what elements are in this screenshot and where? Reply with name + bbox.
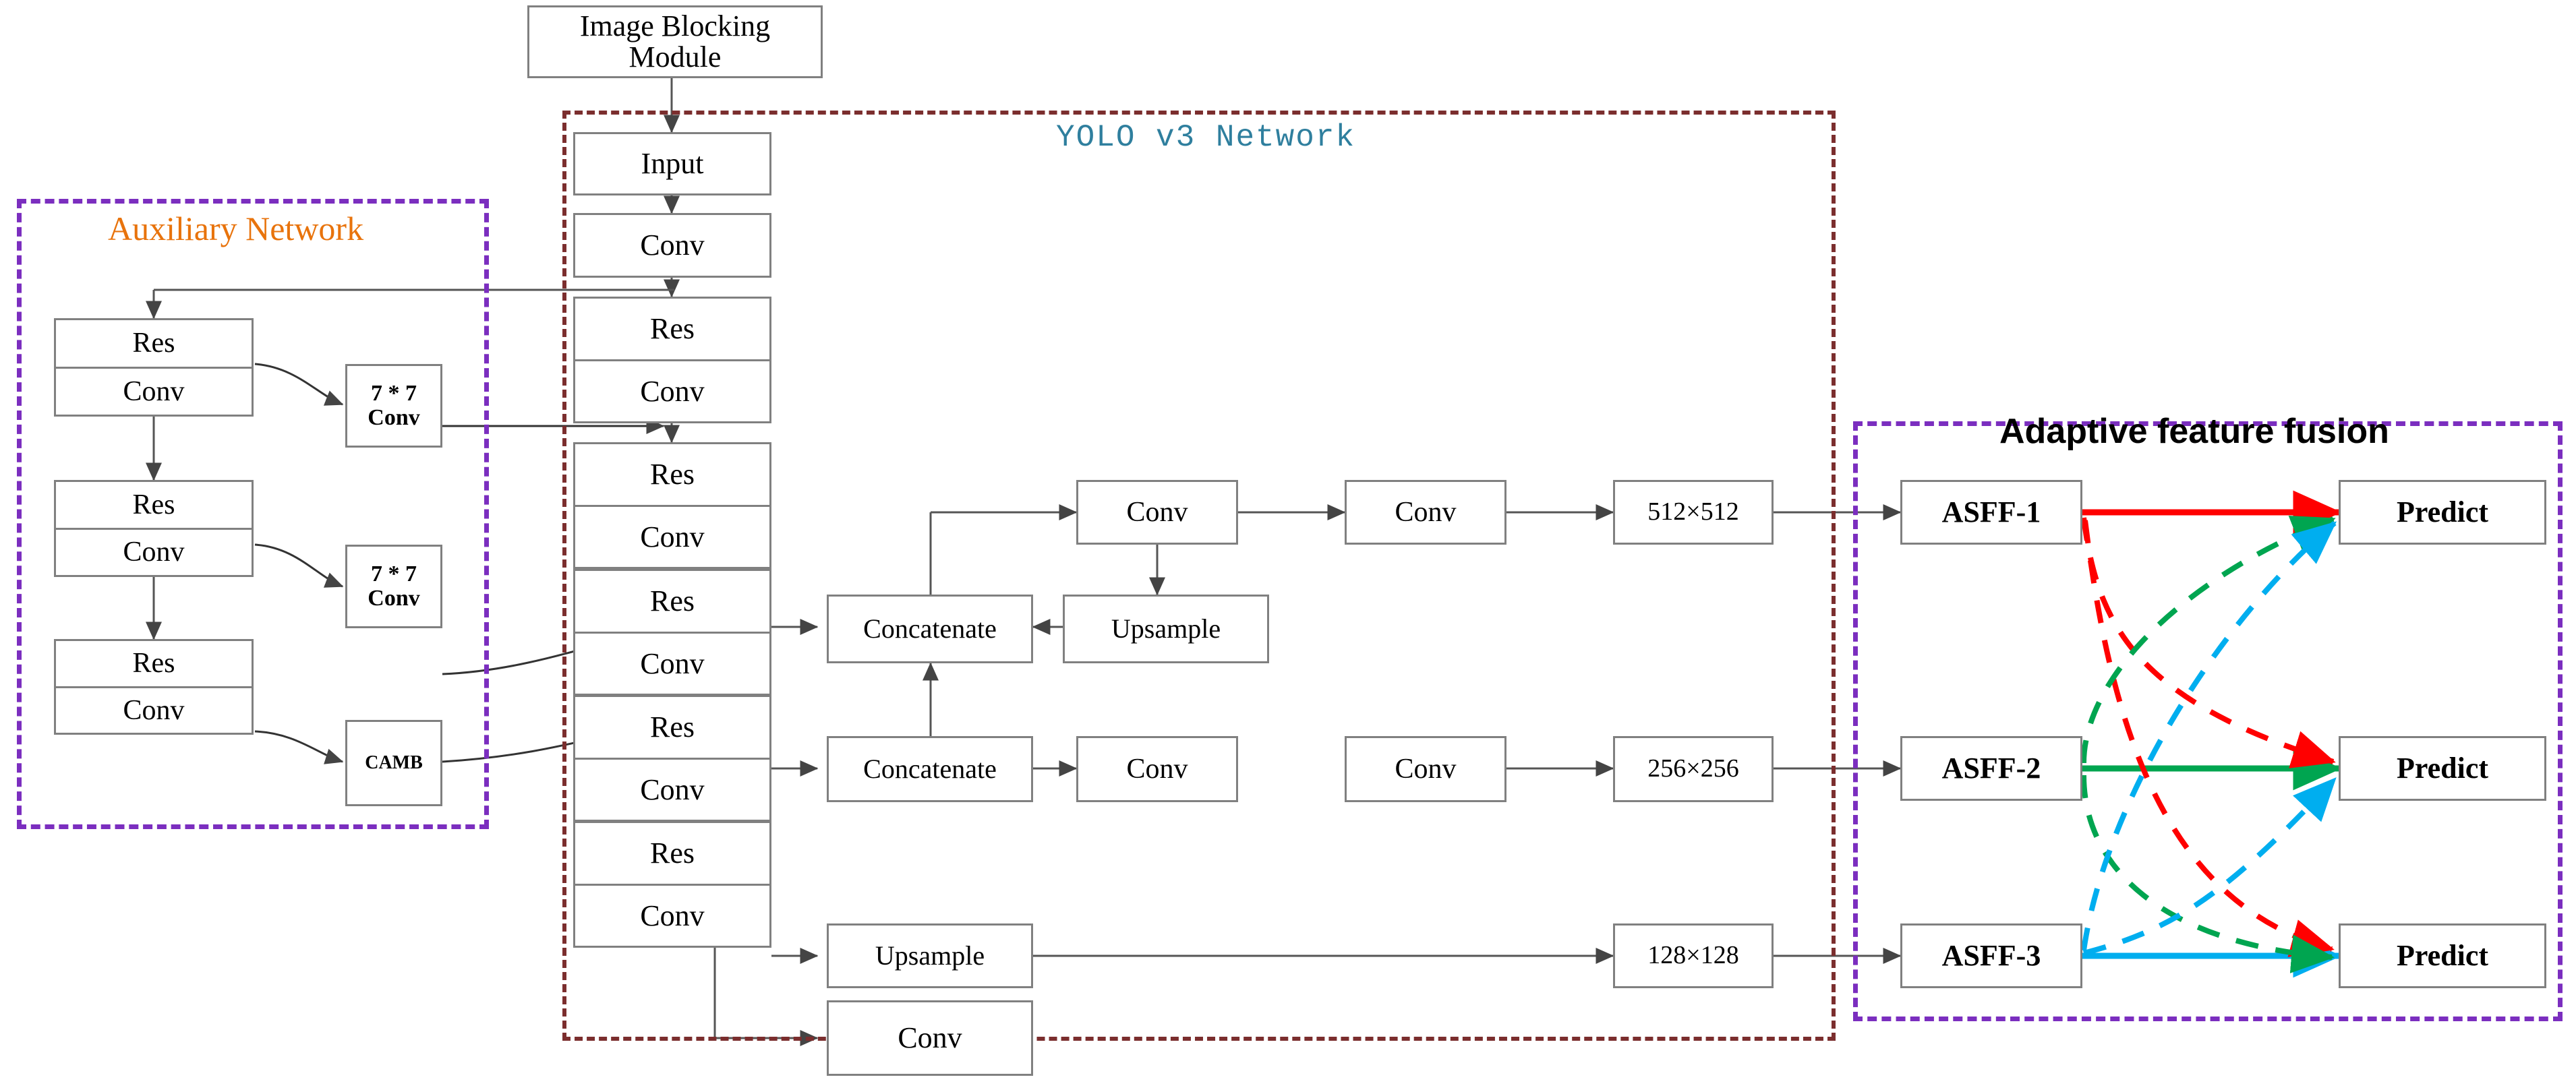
asff-label: ASFF-2 bbox=[1941, 751, 2041, 785]
res-label: Res bbox=[650, 312, 695, 346]
asff-3-box[interactable]: ASFF-3 bbox=[1900, 923, 2082, 988]
adaptive-fusion-title: Adaptive feature fusion bbox=[1999, 412, 2389, 451]
res-label: Res bbox=[132, 489, 175, 520]
conv-label: Conv bbox=[575, 883, 769, 946]
backbone-res-conv-block-3[interactable]: Res Conv bbox=[573, 569, 771, 696]
predict-3-box[interactable]: Predict bbox=[2339, 923, 2546, 988]
scale-size-label: 512×512 bbox=[1647, 497, 1739, 526]
backbone-res-conv-block-4[interactable]: Res Conv bbox=[573, 695, 771, 822]
neck-concatenate-mid[interactable]: Concatenate bbox=[827, 736, 1033, 802]
scale-size-label: 256×256 bbox=[1647, 754, 1739, 783]
asff-label: ASFF-1 bbox=[1941, 495, 2041, 528]
concatenate-label: Concatenate bbox=[863, 613, 997, 644]
backbone-res-conv-block-1[interactable]: Res Conv bbox=[573, 297, 771, 423]
conv-label: Conv bbox=[56, 366, 252, 415]
conv-label: Conv bbox=[56, 527, 252, 576]
predict-label: Predict bbox=[2396, 751, 2489, 785]
res-label: Res bbox=[650, 458, 695, 491]
auxiliary-res-conv-block-1[interactable]: Res Conv bbox=[54, 318, 254, 417]
predict-2-box[interactable]: Predict bbox=[2339, 736, 2546, 801]
auxiliary-7x7-conv-box-1[interactable]: 7 * 7 Conv bbox=[345, 364, 442, 448]
camb-label: CAMB bbox=[365, 752, 423, 774]
neck-upsample-bottom[interactable]: Upsample bbox=[827, 923, 1033, 988]
conv-label: Conv bbox=[575, 757, 769, 820]
conv-label: Conv bbox=[56, 686, 252, 733]
auxiliary-camb-box[interactable]: CAMB bbox=[345, 720, 442, 806]
yolo-network-title: YOLO v3 Network bbox=[1056, 120, 1356, 155]
res-label: Res bbox=[650, 710, 695, 744]
backbone-conv-label: Conv bbox=[640, 228, 705, 262]
auxiliary-7x7-conv-box-2[interactable]: 7 * 7 Conv bbox=[345, 545, 442, 628]
conv-label: Conv bbox=[1395, 753, 1457, 785]
predict-label: Predict bbox=[2396, 495, 2489, 528]
neck-conv-mid-b[interactable]: Conv bbox=[1345, 736, 1506, 802]
res-label: Res bbox=[650, 837, 695, 870]
neck-upsample-top[interactable]: Upsample bbox=[1063, 595, 1269, 663]
conv-label: Conv bbox=[368, 586, 420, 611]
conv-label: Conv bbox=[575, 631, 769, 694]
image-blocking-module-label: Image Blocking Module bbox=[579, 9, 771, 73]
predict-label: Predict bbox=[2396, 938, 2489, 972]
neck-conv-bottom[interactable]: Conv bbox=[827, 1000, 1033, 1076]
backbone-conv-box[interactable]: Conv bbox=[573, 213, 771, 278]
res-label: Res bbox=[650, 584, 695, 618]
upsample-label: Upsample bbox=[875, 940, 985, 971]
auxiliary-network-group-border bbox=[17, 199, 489, 829]
neck-conv-top-b[interactable]: Conv bbox=[1345, 480, 1506, 545]
conv-label: Conv bbox=[1395, 496, 1457, 528]
conv-label: Conv bbox=[575, 504, 769, 568]
concatenate-label: Concatenate bbox=[863, 754, 997, 784]
neck-conv-mid-a[interactable]: Conv bbox=[1076, 736, 1238, 802]
asff-1-box[interactable]: ASFF-1 bbox=[1900, 480, 2082, 545]
neck-concatenate-top[interactable]: Concatenate bbox=[827, 595, 1033, 663]
kernel-size-label: 7 * 7 bbox=[371, 562, 417, 587]
scale-size-box-512[interactable]: 512×512 bbox=[1613, 480, 1774, 545]
res-label: Res bbox=[132, 648, 175, 679]
yolo-network-group-border bbox=[562, 111, 1836, 1041]
neck-conv-top-a[interactable]: Conv bbox=[1076, 480, 1238, 545]
scale-size-label: 128×128 bbox=[1647, 941, 1739, 970]
upsample-label: Upsample bbox=[1111, 613, 1221, 644]
conv-label: Conv bbox=[1126, 753, 1188, 785]
backbone-res-conv-block-2[interactable]: Res Conv bbox=[573, 442, 771, 569]
predict-1-box[interactable]: Predict bbox=[2339, 480, 2546, 545]
backbone-res-conv-block-5[interactable]: Res Conv bbox=[573, 821, 771, 948]
backbone-input-box[interactable]: Input bbox=[573, 132, 771, 195]
conv-label: Conv bbox=[898, 1021, 962, 1054]
scale-size-box-128[interactable]: 128×128 bbox=[1613, 923, 1774, 988]
res-label: Res bbox=[132, 328, 175, 359]
auxiliary-res-conv-block-2[interactable]: Res Conv bbox=[54, 480, 254, 577]
adaptive-fusion-group-border bbox=[1853, 421, 2563, 1021]
conv-label: Conv bbox=[575, 359, 769, 422]
auxiliary-res-conv-block-3[interactable]: Res Conv bbox=[54, 639, 254, 735]
scale-size-box-256[interactable]: 256×256 bbox=[1613, 736, 1774, 802]
asff-2-box[interactable]: ASFF-2 bbox=[1900, 736, 2082, 801]
backbone-input-label: Input bbox=[641, 146, 704, 180]
auxiliary-network-title: Auxiliary Network bbox=[108, 210, 364, 247]
kernel-size-label: 7 * 7 bbox=[371, 381, 417, 406]
conv-label: Conv bbox=[368, 405, 420, 430]
image-blocking-module-box[interactable]: Image Blocking Module bbox=[527, 5, 823, 78]
asff-label: ASFF-3 bbox=[1941, 938, 2041, 972]
conv-label: Conv bbox=[1126, 496, 1188, 528]
